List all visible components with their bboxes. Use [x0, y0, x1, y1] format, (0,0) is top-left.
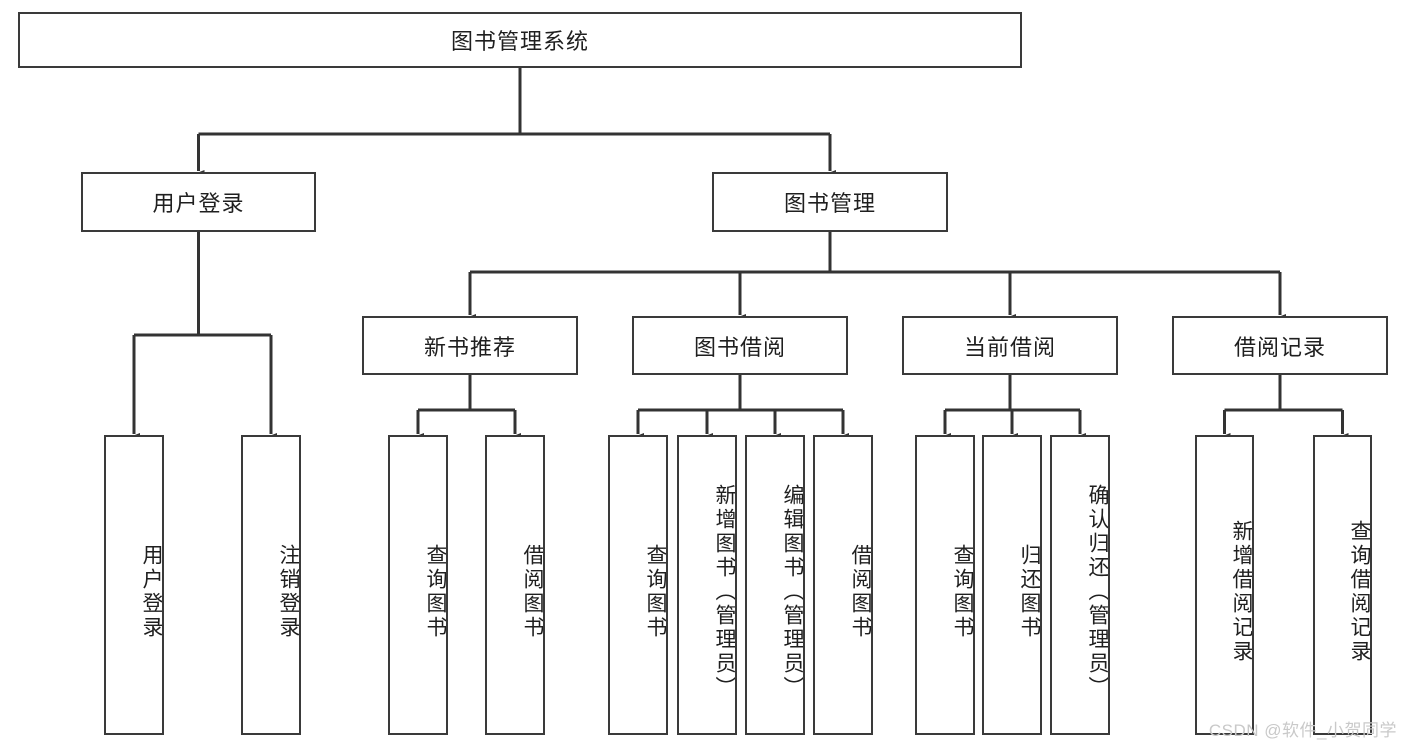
node-leaf-query-book-current[interactable]: 查询图书: [915, 435, 975, 735]
node-leaf-query-book-borrow[interactable]: 查询图书: [608, 435, 668, 735]
node-leaf-user-login[interactable]: 用户登录: [104, 435, 164, 735]
node-borrow-record[interactable]: 借阅记录: [1172, 316, 1388, 375]
node-leaf-query-book-recommend[interactable]: 查询图书: [388, 435, 448, 735]
node-book-manage[interactable]: 图书管理: [712, 172, 948, 232]
node-new-book-recommend[interactable]: 新书推荐: [362, 316, 578, 375]
node-leaf-return-book[interactable]: 归还图书: [982, 435, 1042, 735]
node-leaf-add-book-admin[interactable]: 新增图书（管理员）: [677, 435, 737, 735]
node-current-borrow[interactable]: 当前借阅: [902, 316, 1118, 375]
node-book-borrow[interactable]: 图书借阅: [632, 316, 848, 375]
node-user-login[interactable]: 用户登录: [81, 172, 316, 232]
node-leaf-add-borrow-record[interactable]: 新增借阅记录: [1195, 435, 1254, 735]
node-root-system[interactable]: 图书管理系统: [18, 12, 1022, 68]
node-leaf-query-borrow-record[interactable]: 查询借阅记录: [1313, 435, 1372, 735]
node-leaf-borrow-book-recommend[interactable]: 借阅图书: [485, 435, 545, 735]
node-leaf-logout-login[interactable]: 注销登录: [241, 435, 301, 735]
node-leaf-edit-book-admin[interactable]: 编辑图书（管理员）: [745, 435, 805, 735]
node-leaf-confirm-return-admin[interactable]: 确认归还（管理员）: [1050, 435, 1110, 735]
node-leaf-borrow-book[interactable]: 借阅图书: [813, 435, 873, 735]
